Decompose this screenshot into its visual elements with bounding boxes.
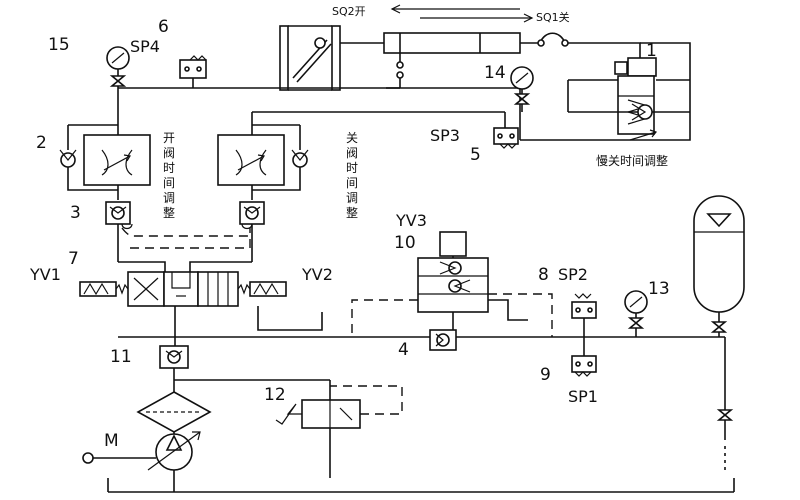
throttle-check-valve-2: 2	[36, 124, 151, 191]
close-time-note: 关 阀 时 间 调 整	[346, 131, 358, 220]
solenoid-yv1	[79, 281, 117, 297]
switch-body	[179, 59, 207, 79]
spring-icon	[499, 143, 517, 149]
open-time-char-2: 阀	[163, 146, 175, 160]
label-15: 15	[48, 35, 70, 55]
spring-icon	[189, 55, 207, 61]
line-top-right	[520, 42, 691, 141]
label-9: 9	[540, 365, 551, 385]
solenoid-icon	[439, 231, 467, 257]
directional-valve-7: 7 YV1 YV2	[29, 249, 333, 307]
needle-valve-icon	[109, 75, 127, 87]
throttle-check-valve-right	[217, 124, 309, 191]
label-13: 13	[648, 279, 670, 299]
label-6: 6	[158, 17, 169, 37]
sq1-label: SQ1关	[536, 10, 570, 24]
valve-plate-left	[279, 25, 289, 91]
label-sp2: SP2	[558, 265, 588, 284]
accumulator	[693, 195, 745, 472]
pressure-switch-sp3: SP3 5	[430, 112, 519, 165]
close-time-char-2: 阀	[346, 146, 358, 160]
switch-body	[493, 127, 519, 145]
label-sp1: SP1	[568, 387, 598, 406]
motor-shaft-icon	[82, 452, 94, 464]
spring-icon	[275, 403, 302, 425]
label-2: 2	[36, 133, 47, 153]
spring-icon	[237, 283, 251, 295]
cylinder-assembly: SQ2开 SQ1关	[279, 4, 600, 91]
pressure-gauge-14: 14	[484, 63, 534, 112]
label-sp4: SP4	[130, 37, 160, 56]
butterfly-disc	[292, 37, 332, 83]
open-time-char-1: 开	[163, 131, 175, 145]
pressure-switch-sp2: 8 SP2	[538, 265, 597, 337]
slow-close-circuit: 慢关时间调整	[567, 79, 690, 168]
slow-close-note: 慢关时间调整	[596, 153, 668, 168]
check-valve-4: 4	[398, 329, 457, 360]
label-m: M	[104, 431, 119, 451]
label-14: 14	[484, 63, 506, 83]
close-time-char-5: 调	[346, 191, 358, 205]
label-12: 12	[264, 385, 286, 405]
check-valve-3-right	[239, 201, 265, 225]
open-time-char-5: 调	[163, 191, 175, 205]
spring-icon	[574, 371, 592, 377]
valve-1: 1	[614, 41, 657, 135]
label-1: 1	[646, 41, 657, 61]
label-4: 4	[398, 340, 409, 360]
open-time-char-3: 时	[163, 161, 175, 175]
solenoid-yv2	[249, 281, 287, 297]
pressure-gauge-15: 15	[48, 35, 130, 200]
label-yv3: YV3	[395, 211, 427, 230]
throttle-valve-icon	[629, 131, 657, 141]
label-yv1: YV1	[29, 265, 61, 284]
close-time-char-4: 间	[346, 176, 358, 190]
valve-plate-right	[331, 25, 341, 91]
hydraulic-cylinder	[383, 32, 521, 54]
open-time-note: 开 阀 时 间 调 整	[163, 131, 175, 220]
open-time-char-6: 整	[163, 205, 175, 220]
label-11: 11	[110, 347, 132, 367]
label-sp3: SP3	[430, 126, 460, 145]
sq2-label: SQ2开	[332, 5, 366, 18]
check-valve-11: 11	[110, 345, 189, 392]
filter	[136, 391, 212, 438]
close-time-char-6: 整	[346, 205, 358, 220]
label-8: 8	[538, 265, 549, 285]
drain-valve-icon	[716, 409, 734, 421]
pressure-switch-sp1: 9 SP1	[540, 337, 598, 406]
pressure-gauge-13: 13	[624, 279, 670, 337]
label-5: 5	[470, 145, 481, 165]
valve-10-yv3: YV3 10	[394, 211, 489, 313]
throttle-valve-icon	[103, 155, 131, 171]
pump: M	[82, 431, 201, 492]
label-3: 3	[70, 203, 81, 223]
close-time-char-3: 时	[346, 161, 358, 175]
spring-icon	[574, 293, 592, 299]
label-10: 10	[394, 233, 416, 253]
throttle-valve-icon	[237, 155, 265, 171]
check-valve-3-left: 3	[70, 201, 131, 225]
pressure-switch-sp4: 6 SP4	[130, 17, 207, 88]
label-7: 7	[68, 249, 79, 269]
label-yv2: YV2	[301, 265, 333, 284]
open-time-char-4: 间	[163, 176, 175, 190]
close-time-char-1: 关	[346, 131, 358, 145]
spring-icon	[115, 283, 129, 295]
switch-body	[571, 355, 597, 373]
relief-valve-12: 12	[174, 379, 403, 478]
